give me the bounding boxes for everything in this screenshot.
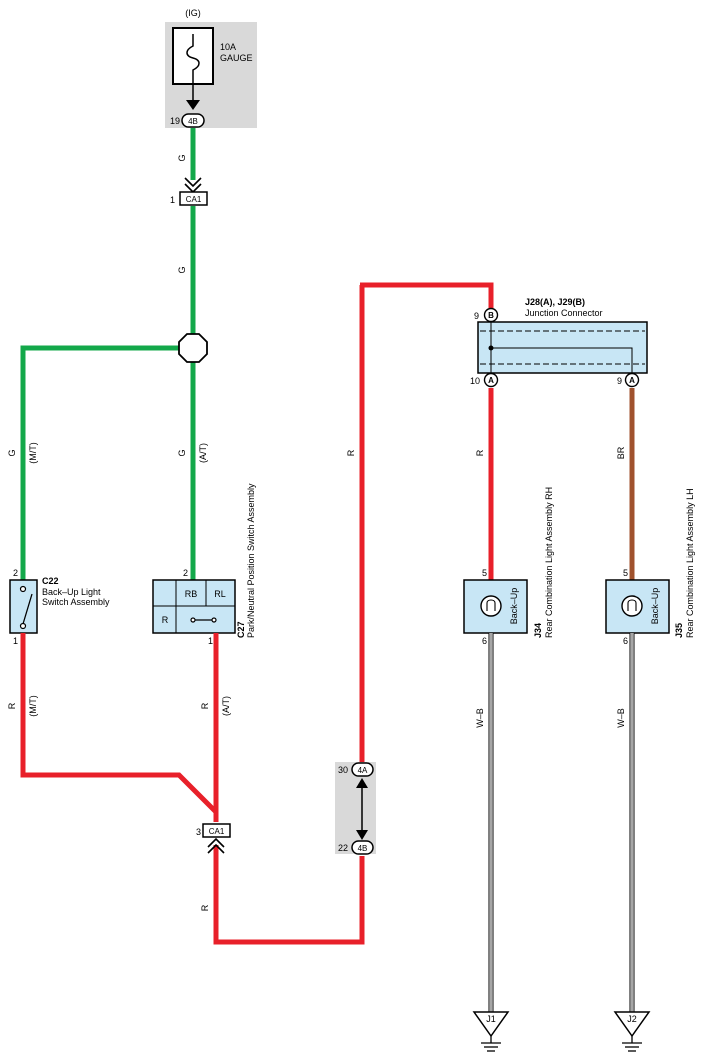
wire-label-r5: R: [475, 449, 485, 456]
arrow-down-icon-2: [356, 830, 368, 840]
wire-label-r4: R: [346, 449, 356, 456]
wire-label-at2: (A/T): [221, 696, 231, 716]
c27-name: Park/Neutral Position Switch Assembly: [246, 483, 256, 638]
wire-label-wb1: W–B: [475, 708, 485, 728]
j35-name: Rear Combination Light Assembly LH: [685, 488, 695, 638]
c27-pin-bottom: 1: [208, 636, 213, 646]
fuse-rating: 10A: [220, 42, 236, 52]
bulb-icon: [480, 595, 502, 617]
ignition-label: (IG): [185, 8, 201, 18]
ground-j1-label: J1: [486, 1014, 496, 1024]
c27-contact-left: [190, 617, 196, 623]
connector-ca1-top-pin: 1: [170, 195, 175, 205]
c22-code: C22: [42, 576, 59, 586]
wire-label-r3: R: [200, 904, 210, 911]
junction-bus: [491, 347, 633, 373]
connector-4b-top-pin: 19: [170, 116, 180, 126]
bulb-filament-2: [627, 599, 637, 611]
j35-code: J35: [674, 623, 684, 638]
connector-4b-top-id: 4B: [188, 117, 198, 126]
connector-ca1-top-id: CA1: [186, 195, 202, 204]
junction-pin-a2-num: 9: [617, 376, 622, 386]
j34-name: Rear Combination Light Assembly RH: [544, 487, 554, 638]
switch-lever-icon: [22, 593, 33, 625]
c27-cell-r: R: [162, 615, 169, 625]
connector-4b-bottom-pin: 22: [338, 843, 348, 853]
c22-contact-bottom: [19, 622, 27, 630]
green-wires: [20, 128, 196, 580]
ground-j2-triangle: [613, 1011, 651, 1038]
junction-pin-a1-label: A: [488, 376, 494, 385]
arrow-down-icon: [186, 100, 200, 110]
connector-ca1-bottom-pin: 3: [196, 827, 201, 837]
j34-pin-bottom: 6: [482, 636, 487, 646]
connector-box-gray: [335, 762, 376, 854]
bulb-filament: [486, 599, 496, 611]
ground-icon: [481, 1036, 501, 1052]
fuse-name: GAUGE: [220, 53, 253, 63]
wire-label-mt1: (M/T): [28, 442, 38, 464]
ground-j1-triangle: [472, 1011, 510, 1038]
c22-name-line1: Back–Up Light: [42, 587, 101, 597]
c22-name-line2: Switch Assembly: [42, 597, 110, 607]
c22-pin-bottom: 1: [13, 636, 18, 646]
junction-code: J28(A), J29(B): [525, 297, 585, 307]
wire-label-wb2: W–B: [616, 708, 626, 728]
j34-lamp-label: Back–Up: [509, 588, 519, 625]
wire-label-g3: G: [7, 449, 17, 456]
ground-icon-2: [622, 1036, 642, 1052]
connector-4b-top: [181, 113, 205, 128]
bulb-icon-2: [621, 595, 643, 617]
connector-4a: [351, 762, 374, 777]
junction-pin-a2-label: A: [629, 376, 635, 385]
j35-lamp-label: Back–Up: [650, 588, 660, 625]
j34-pin-top: 5: [482, 568, 487, 578]
c27-code: C27: [236, 621, 246, 638]
red-wires: [20, 282, 494, 945]
connector-ca1-bottom: [202, 823, 231, 838]
junction-name: Junction Connector: [525, 308, 603, 318]
c27-contact-right: [211, 617, 217, 623]
wire-label-g2: G: [177, 266, 187, 273]
connector-4a-pin: 30: [338, 765, 348, 775]
wb-wires: [488, 633, 635, 1012]
wire-label-r2: R: [200, 702, 210, 709]
connector-4b-bottom: [351, 840, 374, 855]
junction-pin-a2: [624, 372, 640, 388]
arrow-up-icon: [356, 778, 368, 788]
junction-node: [488, 345, 494, 351]
junction-pin-b-num: 9: [474, 311, 479, 321]
c27-cell-rb: RB: [185, 589, 198, 599]
wire-label-br: BR: [616, 446, 626, 459]
j35-pin-bottom: 6: [623, 636, 628, 646]
j35-pin-top: 5: [623, 568, 628, 578]
junction-pin-b-label: B: [488, 311, 494, 320]
junction-pin-a1: [483, 372, 499, 388]
fuse-icon: [186, 34, 200, 84]
connector-ca1-top: [179, 191, 208, 206]
c27-cell-rl: RL: [214, 589, 226, 599]
wire-label-mt2: (M/T): [28, 695, 38, 717]
connector-ca1-bottom-id: CA1: [209, 827, 225, 836]
wire-label-at1: (A/T): [198, 443, 208, 463]
wire-label-r1: R: [7, 702, 17, 709]
c22-contact-top: [19, 585, 27, 593]
chevron-up-icon: [207, 837, 225, 854]
connector-4a-id: 4A: [358, 766, 368, 775]
connector-4b-bottom-id: 4B: [358, 844, 368, 853]
junction-pin-a1-num: 10: [470, 376, 480, 386]
wire-label-g1: G: [177, 154, 187, 161]
splice-point: [178, 333, 208, 363]
chevron-down-icon: [184, 177, 202, 194]
c22-pin-top: 2: [13, 568, 18, 578]
wire-label-g4: G: [177, 449, 187, 456]
j34-code: J34: [533, 623, 543, 638]
ground-j2-label: J2: [627, 1014, 637, 1024]
c27-pin-top: 2: [183, 568, 188, 578]
